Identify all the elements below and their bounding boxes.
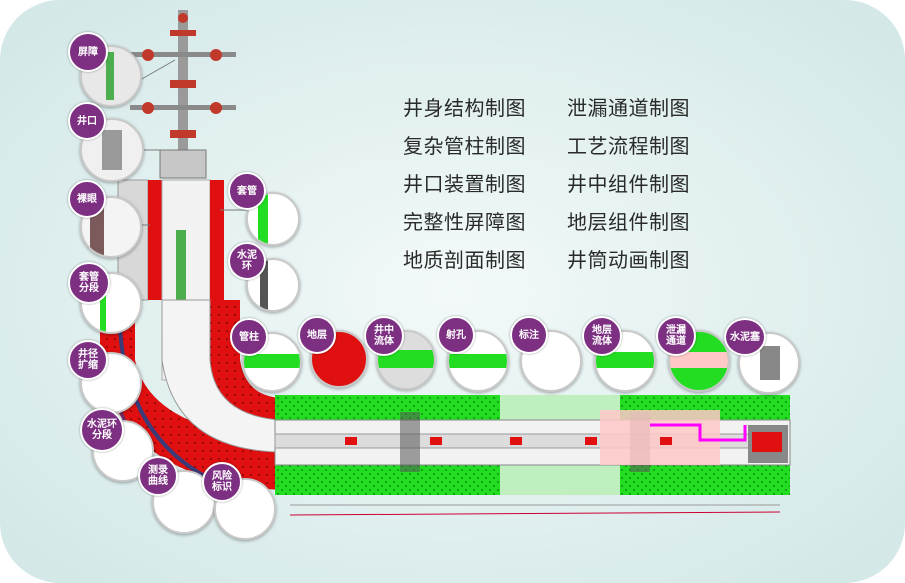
callout-cement-plug: 水泥塞 [724,318,766,356]
horizontal-section [274,395,791,516]
callout-well-fluid: 井中 流体 [364,316,404,356]
callout-barrier: 屏障 [68,32,108,72]
feature-item: 复杂管柱制图 [403,134,526,158]
feature-item: 井口装置制图 [403,172,526,196]
callout-formation: 地层 [298,316,336,354]
callout-casing-section: 套管 分段 [68,262,110,304]
callout-tubing: 管柱 [230,318,268,356]
feature-item: 井身结构制图 [403,96,526,120]
feature-item: 井筒动画制图 [567,248,690,272]
callout-risk: 风险 标识 [202,462,242,502]
callout-perforation: 射孔 [437,316,475,354]
callout-wellhead: 井口 [68,102,106,140]
callout-openhole: 裸眼 [68,180,106,218]
feature-item: 地层组件制图 [567,210,690,234]
detail-lens-perforation [447,330,509,392]
feature-item: 泄漏通道制图 [567,96,690,120]
callout-annotation: 标注 [510,316,548,354]
callout-casing: 套管 [228,172,266,210]
feature-item: 地质剖面制图 [403,248,526,272]
callout-cement-ring: 水泥 环 [228,242,266,280]
feature-item: 完整性屏障图 [403,210,526,234]
feature-item: 井中组件制图 [567,172,690,196]
detail-lens-formation [310,330,368,388]
callout-formation-fluid: 地层 流体 [582,316,622,356]
callout-log-curve: 测录 曲线 [138,456,178,496]
callout-leak-path: 泄漏 通道 [656,316,696,356]
feature-item: 工艺流程制图 [567,134,690,158]
wellhead-assembly [130,10,236,179]
callout-cement-section: 水泥环 分段 [80,408,124,452]
callout-caliper: 井径 扩缩 [68,340,108,380]
